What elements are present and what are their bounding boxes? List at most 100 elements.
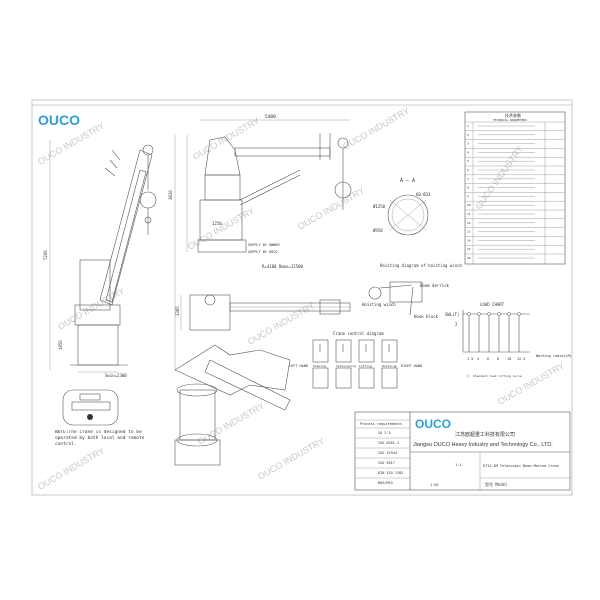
table-row-number: 3 xyxy=(467,142,469,146)
svg-text:1:1: 1:1 xyxy=(455,463,461,467)
svg-text:Swin=2300: Swin=2300 xyxy=(105,373,127,378)
title-block-logo: OUCO xyxy=(415,417,451,431)
svg-text:R=4100 Rmax=12500: R=4100 Rmax=12500 xyxy=(262,264,304,269)
control-box xyxy=(312,367,329,389)
table-row-number: 7 xyxy=(467,177,469,181)
load-point xyxy=(497,312,501,316)
control-box xyxy=(358,339,375,363)
process-requirement: SA 2.5 xyxy=(378,431,391,435)
watermark: OUCO INDUSTRY xyxy=(256,435,326,481)
table-row-number: 6 xyxy=(467,168,469,172)
process-requirement: DIN ISO 1302 xyxy=(378,471,403,475)
elevation-view-crane: 5400 1250 SUPPLY BY OWNER SUPPLY BY OUCO… xyxy=(186,114,352,269)
control-box xyxy=(335,339,352,363)
table-row-number: 12 xyxy=(467,221,471,225)
svg-text:Hoisting winch: Hoisting winch xyxy=(362,302,396,307)
company-en: Jiangsu OUCO Heavy Industry and Technolo… xyxy=(413,442,553,448)
table-row-number: 2 xyxy=(467,133,469,137)
load-point xyxy=(477,312,481,316)
side-view-crane: 7200 3820 Swin=2300 1850 xyxy=(43,135,176,378)
svg-text:SUPPLY BY OWNER: SUPPLY BY OWNER xyxy=(248,243,281,247)
control-box xyxy=(335,367,352,389)
svg-text:A — A: A — A xyxy=(400,178,415,184)
svg-text:2: 2 xyxy=(455,322,458,327)
svg-text:Crane control diagram: Crane control diagram xyxy=(333,331,384,336)
svg-text:Ø958: Ø958 xyxy=(373,228,383,233)
svg-text:60-Ø33: 60-Ø33 xyxy=(416,192,431,197)
control-label: Hoisting xyxy=(382,364,397,368)
table-row-number: 13 xyxy=(467,230,471,234)
svg-text:1250: 1250 xyxy=(212,221,222,226)
technical-parameters-table: 技术参数 TECHNICAL PARAMETERS 12345678910111… xyxy=(464,111,566,265)
section-a-a: A — A Ø1250 Ø958 60-Ø33 xyxy=(373,178,431,236)
crane-control-diagram: Crane control diagram LEFT HAND RIGHT HA… xyxy=(289,331,422,389)
process-requirement: ISO 5817 xyxy=(378,461,395,465)
svg-text:Working radius(M): Working radius(M) xyxy=(536,354,572,358)
svg-text:LOAD CHART: LOAD CHART xyxy=(480,302,505,307)
right-hand-label: RIGHT HAND xyxy=(401,364,422,368)
watermark: OUCO INDUSTRY xyxy=(296,185,366,231)
x-tick-label: 6 xyxy=(487,357,489,361)
table-row-number: 16 xyxy=(467,256,471,260)
control-box xyxy=(381,367,398,389)
company-cn: 江苏欧超重工科技有限公司 xyxy=(455,431,515,438)
svg-text:1385: 1385 xyxy=(175,306,180,316)
left-hand-label: LEFT HAND xyxy=(289,364,308,368)
load-point xyxy=(467,312,471,316)
table-row-number: 11 xyxy=(467,212,471,216)
table-row-number: 14 xyxy=(467,238,471,242)
process-requirement: MAG/MIG xyxy=(378,481,393,485)
load-point xyxy=(517,312,521,316)
drawing-border xyxy=(31,99,573,496)
load-chart: LOAD CHART SWL(T) 2 1.5 4 6 8 10 12.5 Working… xyxy=(445,302,572,378)
hoisting-diagram: Hoisting diagram of hoisting winch Hoist… xyxy=(362,263,462,319)
table-row-number: 15 xyxy=(467,247,471,251)
table-row-number: 4 xyxy=(467,150,469,154)
svg-text:Standard load lifting curve: Standard load lifting curve xyxy=(473,374,522,378)
svg-text:1850: 1850 xyxy=(58,340,63,350)
svg-text:5400: 5400 xyxy=(265,114,276,120)
table-row-number: 1 xyxy=(467,124,469,128)
ouco-logo: OUCO xyxy=(38,112,80,128)
load-point xyxy=(487,312,491,316)
svg-text:技术参数: 技术参数 xyxy=(505,112,521,118)
control-box xyxy=(312,339,329,363)
model-label: 型号 Model xyxy=(485,481,508,487)
control-label: Luffing xyxy=(359,364,372,368)
svg-text:Process requirements: Process requirements xyxy=(360,422,402,426)
svg-text:1:50: 1:50 xyxy=(430,483,438,487)
svg-text:SWL(T): SWL(T) xyxy=(445,312,459,317)
design-note: NOTE:The crane is designed to be operate… xyxy=(55,430,145,447)
control-label: Telescoping xyxy=(336,364,356,368)
table-row-number: 9 xyxy=(467,194,469,198)
watermark: OUCO INDUSTRY xyxy=(246,300,316,346)
svg-text:Hoisting diagram of hoisting w: Hoisting diagram of hoisting winch xyxy=(380,263,462,268)
control-box xyxy=(381,339,398,363)
svg-text:3820: 3820 xyxy=(168,190,173,200)
table-row-number: 5 xyxy=(467,159,469,163)
control-box xyxy=(358,367,375,389)
svg-text:TECHNICAL PARAMETERS: TECHNICAL PARAMETERS xyxy=(493,118,527,122)
isometric-crane xyxy=(174,344,291,466)
x-tick-label: 10 xyxy=(507,357,511,361)
remote-control-illustration xyxy=(62,389,119,426)
table-row-number: 8 xyxy=(467,186,469,190)
svg-text:Ø1250: Ø1250 xyxy=(373,204,386,209)
watermark: OUCO INDUSTRY xyxy=(341,105,411,151)
x-tick-label: 1.5 xyxy=(467,357,473,361)
drawing-title: KT12.5M Telescopic Boom Marine Crane xyxy=(483,464,559,468)
svg-text:Hook block: Hook block xyxy=(414,314,439,319)
process-requirement: ISO 12944 xyxy=(378,451,397,455)
plan-view-crane: 1385 xyxy=(175,294,351,331)
x-tick-label: 4 xyxy=(477,357,479,361)
load-point xyxy=(507,312,511,316)
x-tick-label: 8 xyxy=(497,357,499,361)
svg-text:Boom derrick: Boom derrick xyxy=(420,283,449,288)
control-label: Slewing xyxy=(313,364,326,368)
process-requirement: ISO 8501-1 xyxy=(378,441,399,445)
table-row-number: 10 xyxy=(467,203,471,207)
x-tick-label: 12.5 xyxy=(517,357,525,361)
watermark: OUCO INDUSTRY xyxy=(496,360,566,406)
